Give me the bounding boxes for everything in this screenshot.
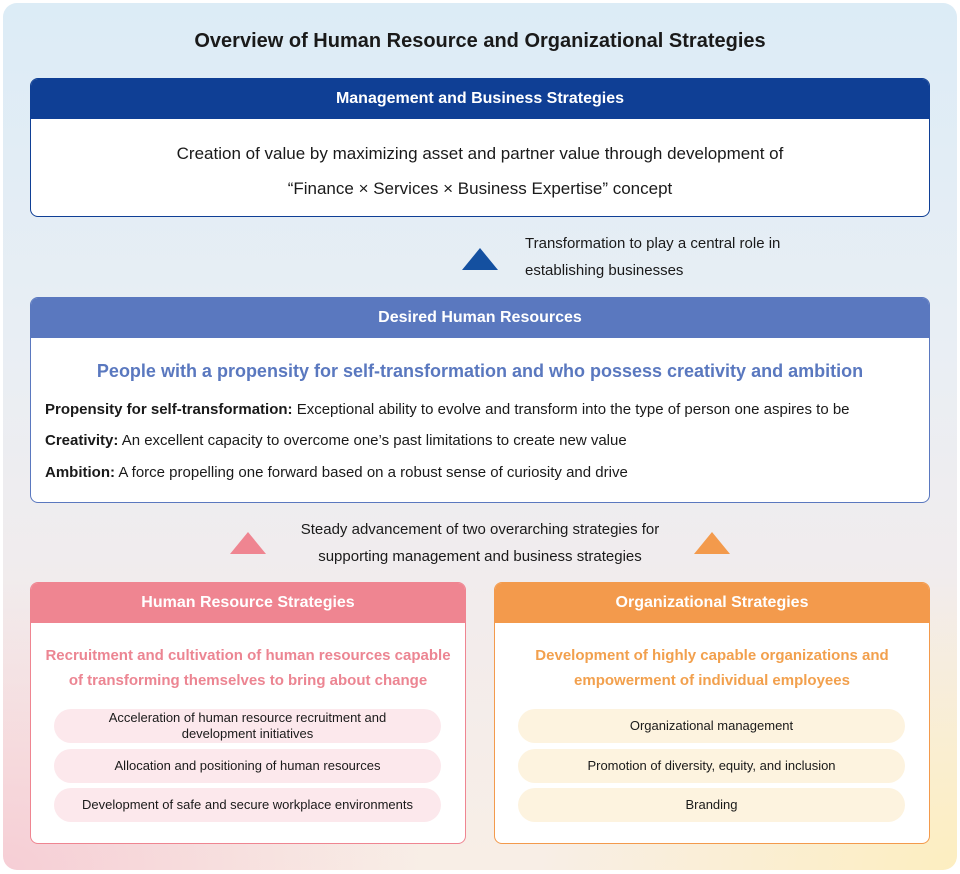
hr-item-workplace: Development of safe and secure workplace… — [54, 788, 441, 822]
desired-human-resources-header: Desired Human Resources — [31, 298, 929, 338]
two-strategies-note-line-2: supporting management and business strat… — [318, 548, 642, 565]
management-strategies-header: Management and Business Strategies — [31, 79, 929, 119]
org-subheading: Development of highly capable organizati… — [495, 643, 929, 693]
transformation-note: Transformation to play a central role in… — [525, 230, 780, 284]
hr-item-line: Acceleration of human resource recruitme… — [108, 710, 387, 725]
desired-item-text: A force propelling one forward based on … — [114, 464, 628, 481]
hr-item-line: development initiatives — [181, 726, 314, 741]
org-item-management: Organizational management — [518, 709, 905, 743]
up-arrow-right-icon — [694, 532, 730, 554]
desired-item-text: An excellent capacity to overcome one’s … — [118, 432, 627, 449]
transformation-note-line-1: Transformation to play a central role in — [525, 235, 781, 252]
desired-human-resources-box: Desired Human Resources People with a pr… — [30, 297, 930, 503]
hr-subheading-line-1: Recruitment and cultivation of human res… — [45, 647, 451, 664]
desired-item-ambition: Ambition: A force propelling one forward… — [45, 464, 628, 481]
hr-item-recruitment: Acceleration of human resource recruitme… — [54, 709, 441, 743]
desired-item-self-transformation: Propensity for self-transformation: Exce… — [45, 401, 850, 418]
desired-item-term: Propensity for self-transformation: — [45, 401, 293, 418]
up-arrow-icon — [462, 248, 498, 270]
organizational-strategies-header: Organizational Strategies — [495, 583, 929, 623]
desired-item-text: Exceptional ability to evolve and transf… — [292, 401, 850, 418]
management-strategies-body: Creation of value by maximizing asset an… — [31, 119, 929, 206]
org-item-dei: Promotion of diversity, equity, and incl… — [518, 749, 905, 783]
page-title: Overview of Human Resource and Organizat… — [194, 30, 766, 52]
hr-subheading: Recruitment and cultivation of human res… — [31, 643, 465, 693]
management-line-1: Creation of value by maximizing asset an… — [176, 144, 784, 163]
management-strategies-box: Management and Business Strategies Creat… — [30, 78, 930, 217]
human-resource-strategies-header: Human Resource Strategies — [31, 583, 465, 623]
desired-item-creativity: Creativity: An excellent capacity to ove… — [45, 432, 627, 449]
desired-item-term: Ambition: — [45, 464, 115, 481]
hr-subheading-line-2: of transforming themselves to bring abou… — [68, 672, 428, 689]
hr-item-allocation: Allocation and positioning of human reso… — [54, 749, 441, 783]
org-item-branding: Branding — [518, 788, 905, 822]
desired-headline: People with a propensity for self-transf… — [96, 361, 864, 381]
org-subheading-line-1: Development of highly capable organizati… — [535, 647, 889, 664]
transformation-note-line-2: establishing businesses — [525, 262, 684, 279]
org-subheading-line-2: empowerment of individual employees — [574, 672, 850, 689]
desired-item-term: Creativity: — [45, 432, 119, 449]
up-arrow-left-icon — [230, 532, 266, 554]
two-strategies-note-line-1: Steady advancement of two overarching st… — [300, 521, 660, 538]
organizational-strategies-box: Organizational Strategies Development of… — [494, 582, 930, 844]
management-line-2: “Finance × Services × Business Expertise… — [287, 179, 673, 198]
human-resource-strategies-box: Human Resource Strategies Recruitment an… — [30, 582, 466, 844]
two-strategies-note: Steady advancement of two overarching st… — [0, 516, 960, 570]
